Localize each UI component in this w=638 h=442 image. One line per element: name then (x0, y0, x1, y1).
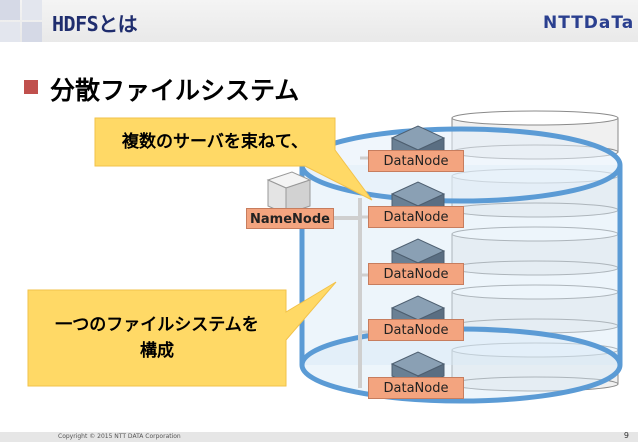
callout-bottom-line1: 一つのファイルシステムを (55, 315, 259, 335)
callout-top-text: 複数のサーバを束ねて、 (122, 132, 308, 152)
datanode-label-2: DataNode (368, 206, 464, 228)
footer-bar (0, 432, 638, 442)
bullet-square-icon (24, 80, 38, 94)
page-number: 9 (623, 431, 629, 440)
datanode-label-3: DataNode (368, 263, 464, 285)
datanode-label-4: DataNode (368, 319, 464, 341)
callout-bottom-text: 一つのファイルシステムを 構成 (28, 290, 286, 386)
callout-top-shape (94, 117, 373, 201)
datanode-label-1: DataNode (368, 150, 464, 172)
section-heading: 分散ファイルシステム (50, 76, 300, 105)
ntt-data-logo: NTTDaTa (543, 13, 635, 33)
datanode-label-5: DataNode (368, 377, 464, 399)
network-lines (334, 156, 368, 388)
header-decoration (0, 0, 42, 42)
slide-title: HDFSとは (52, 12, 138, 36)
datanode-server-icon-5 (390, 351, 446, 389)
copyright-text: Copyright © 2015 NTT DATA Corporation (58, 433, 181, 440)
callout-bottom-shape (27, 281, 337, 387)
slide-header: HDFSとは NTTDaTa (0, 0, 638, 42)
callout-bottom-line2: 構成 (140, 341, 174, 361)
namenode-label: NameNode (246, 208, 334, 229)
disk-3 (451, 226, 619, 276)
disk-5 (451, 342, 619, 392)
